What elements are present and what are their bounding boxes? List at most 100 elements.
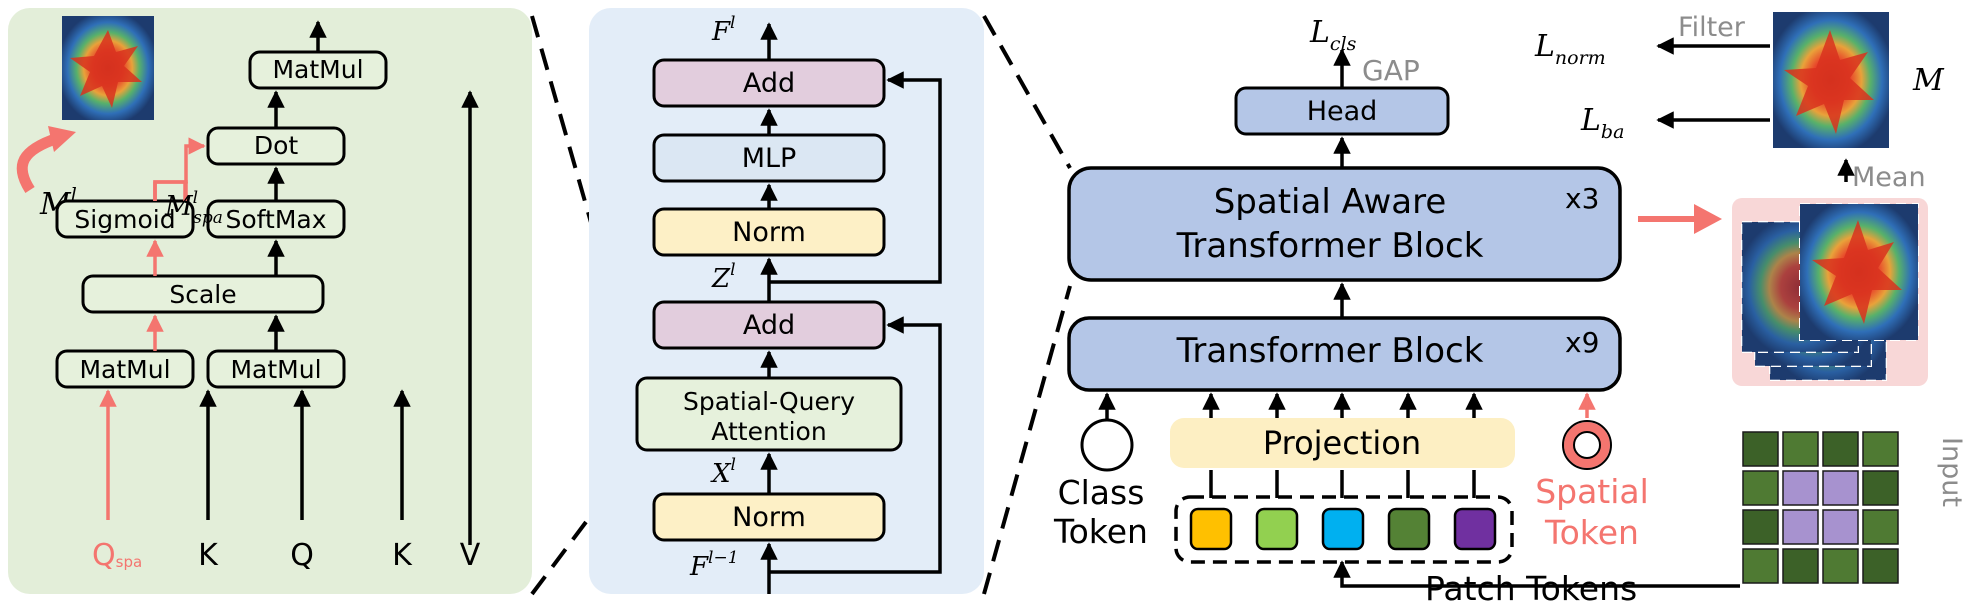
spatial-token-inner	[1573, 431, 1601, 459]
filter-label: Filter	[1678, 12, 1746, 43]
mean-label: Mean	[1852, 162, 1926, 193]
scale-label: Scale	[169, 280, 236, 309]
sat-repeat: x3	[1565, 182, 1599, 215]
patch-token-squares	[1189, 507, 1497, 551]
input-q-spa: Qspa	[92, 538, 142, 573]
add-top-label: Add	[743, 68, 795, 99]
input-patch	[1822, 509, 1859, 545]
input-q: Q	[290, 538, 314, 573]
class-token-line-1: Class	[1058, 473, 1145, 512]
left-panel-spatial-arrows	[99, 137, 206, 520]
input-patch	[1742, 470, 1779, 506]
sigmoid-label: Sigmoid	[74, 205, 175, 234]
attention-detail-panel: Ml MatMul Dot Sigmoid SoftMax Scale MatM…	[8, 8, 532, 594]
norm-bottom-box: Norm	[652, 492, 886, 542]
spatial-token-line-1: Spatial	[1535, 472, 1649, 511]
input-v: V	[460, 538, 481, 573]
zoom-lines-right	[982, 15, 1072, 595]
spatial-aware-transformer-block: Spatial Aware Transformer Block x3	[1067, 166, 1622, 282]
block-detail-panel: Fl Add MLP Norm Zl Add Spatial-Query Att…	[589, 8, 984, 594]
input-patch	[1822, 548, 1859, 584]
softmax-box: SoftMax	[206, 199, 346, 239]
m-label: M	[1912, 63, 1945, 98]
projection-box: Projection	[1170, 418, 1515, 468]
m-l-curved-arrow	[16, 132, 60, 193]
mlp-box: MLP	[652, 133, 886, 183]
input-patch	[1782, 431, 1819, 467]
mean-attention-map	[1773, 12, 1889, 148]
input-patch	[1822, 431, 1859, 467]
f-out-label: Fl	[711, 13, 735, 47]
matmul-top-box: MatMul	[248, 50, 388, 90]
input-image-patches	[1742, 431, 1899, 584]
input-patch	[1862, 509, 1899, 545]
input-k-2: K	[392, 538, 413, 573]
add-bottom-box: Add	[652, 300, 886, 350]
dot-box: Dot	[206, 126, 346, 166]
sat-line-1: Spatial Aware	[1214, 182, 1447, 222]
input-patch	[1782, 470, 1819, 506]
overall-architecture: Lcls GAP Head Spatial Aware Transformer …	[1053, 12, 1967, 608]
input-label: Input	[1936, 437, 1967, 507]
attention-heatmap-image	[62, 16, 154, 120]
spatial-token-line-2: Token	[1544, 513, 1639, 552]
projection-label: Projection	[1263, 424, 1421, 462]
input-patch	[1782, 548, 1819, 584]
patch-token-1	[1189, 507, 1233, 551]
softmax-label: SoftMax	[225, 205, 326, 234]
matmul-top-label: MatMul	[272, 55, 363, 84]
class-token-circle	[1080, 418, 1134, 472]
dot-label: Dot	[254, 131, 299, 160]
sigmoid-box: Sigmoid	[55, 199, 195, 239]
input-patch	[1742, 509, 1779, 545]
input-patch	[1742, 548, 1779, 584]
gap-label: GAP	[1362, 54, 1420, 87]
input-patch	[1862, 470, 1899, 506]
input-patch	[1862, 548, 1899, 584]
z-l-label: Zl	[711, 260, 736, 294]
l-ba-label: Lba	[1580, 103, 1624, 143]
patch-token-3	[1321, 507, 1365, 551]
matmul-left-label: MatMul	[79, 355, 170, 384]
x-l-label: Xl	[710, 455, 736, 489]
head-label: Head	[1307, 96, 1378, 127]
input-patch	[1742, 431, 1779, 467]
red-arrow-to-maps	[1638, 204, 1722, 234]
input-k-1: K	[198, 538, 219, 573]
attention-line-2: Attention	[711, 417, 826, 446]
l-cls-label: Lcls	[1309, 15, 1357, 55]
add-top-box: Add	[652, 58, 886, 108]
matmul-right-label: MatMul	[230, 355, 321, 384]
m-l-arrow-head	[48, 126, 76, 152]
patch-tokens-group	[1174, 495, 1514, 564]
attention-map-stack	[1741, 203, 1919, 381]
right-panel-arrows	[1098, 37, 1855, 588]
mlp-label: MLP	[742, 143, 797, 174]
patch-token-4	[1387, 507, 1431, 551]
add-bottom-label: Add	[743, 310, 795, 341]
attention-line-1: Spatial-Query	[683, 387, 855, 416]
left-panel-arrows	[199, 20, 479, 545]
patch-tokens-label: Patch Tokens	[1425, 569, 1637, 608]
tb-label: Transformer Block	[1176, 331, 1484, 371]
spatial-query-attention-box: Spatial-Query Attention	[635, 376, 903, 452]
patch-token-2	[1255, 507, 1299, 551]
matmul-left-box: MatMul	[55, 349, 195, 389]
norm-bottom-label: Norm	[732, 502, 806, 533]
input-patch	[1862, 431, 1899, 467]
scale-box: Scale	[81, 274, 325, 314]
norm-top-label: Norm	[732, 217, 806, 248]
patch-token-5	[1453, 507, 1497, 551]
matmul-right-box: MatMul	[206, 349, 346, 389]
class-token-line-2: Token	[1053, 512, 1148, 551]
norm-top-box: Norm	[652, 207, 886, 257]
head-box: Head	[1234, 86, 1450, 136]
input-patch	[1782, 509, 1819, 545]
l-norm-label: Lnorm	[1534, 29, 1606, 69]
f-in-label: Fl−1	[689, 548, 739, 582]
tb-repeat: x9	[1565, 326, 1599, 359]
sat-line-2: Transformer Block	[1176, 226, 1484, 266]
transformer-block: Transformer Block x9	[1067, 316, 1622, 392]
input-patch	[1822, 470, 1859, 506]
